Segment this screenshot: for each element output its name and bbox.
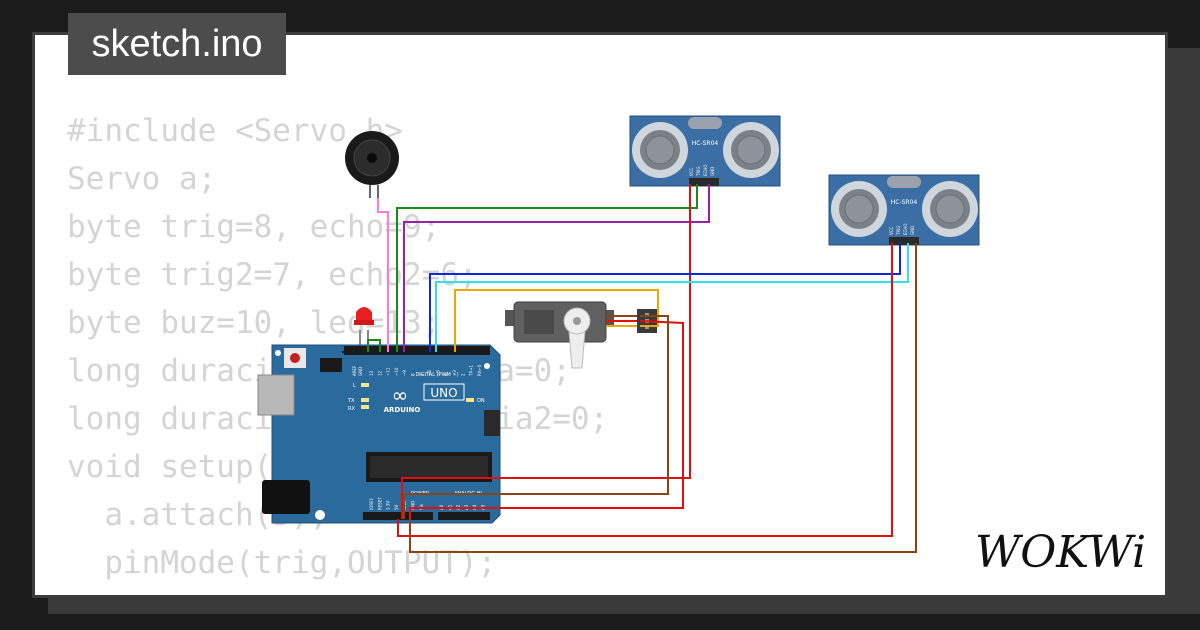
pin-label: 8	[411, 373, 416, 376]
arduino-model: UNO	[430, 386, 457, 400]
wire-orange	[454, 289, 659, 352]
wire-brown-sensor2	[409, 243, 917, 553]
pin-label: 7	[419, 373, 424, 376]
wokwi-wordmark: WOKWi	[975, 527, 1146, 578]
pin-label: Vin	[419, 503, 424, 510]
arduino-uno-board[interactable]: L TX RX ON ∞ ARDUINO UNO DIGITAL (PWM ~)…	[257, 344, 501, 524]
svg-text:ECHO: ECHO	[903, 224, 908, 235]
code-line: pinMode(echo,INPUT);	[67, 587, 608, 595]
code-line: Servo a;	[67, 161, 217, 197]
filename-tab[interactable]: sketch.ino	[68, 13, 286, 75]
wire-blue	[429, 243, 901, 352]
wokwi-logo[interactable]: WOKWi	[975, 525, 1155, 581]
wire-pink	[377, 198, 389, 352]
wire-brown-servo	[403, 315, 669, 519]
aref-label: AREF	[352, 365, 357, 376]
svg-text:TRIG: TRIG	[696, 166, 701, 177]
code-background: #include <Servo.h>Servo a;byte trig=8, e…	[67, 107, 608, 595]
svg-text:GND: GND	[910, 226, 915, 235]
pin-label: ~9	[402, 370, 407, 376]
pin-label: 2	[460, 373, 465, 376]
wire-purple	[403, 184, 710, 352]
pin-label: ~6	[427, 370, 432, 376]
sensor-2-model: HC-SR04	[891, 199, 918, 206]
pin-label: 12	[377, 370, 382, 376]
svg-text:GND: GND	[710, 167, 715, 176]
pin-label: ~5	[435, 370, 440, 376]
wire-cyan	[435, 243, 909, 352]
pin-label: GND	[411, 501, 416, 510]
l-label: L	[353, 383, 356, 389]
wire-red-sensor2	[397, 243, 893, 537]
servo-motor[interactable]	[505, 301, 657, 369]
pin-label: RX←0	[477, 364, 482, 376]
wires	[342, 184, 917, 553]
gnd-label: GND	[358, 367, 363, 376]
wire-red-sensor1	[401, 184, 691, 519]
pin-label: RESET	[377, 497, 382, 510]
on-label: ON	[477, 398, 485, 404]
code-line: byte trig2=7, echo2=6;	[67, 257, 478, 293]
pin-label: ~10	[394, 367, 399, 376]
sensor-1-model: HC-SR04	[692, 140, 719, 147]
ultrasonic-sensor-2[interactable]: HC-SR04 VCC TRIG ECHO GND	[828, 174, 980, 246]
ultrasonic-sensor-1[interactable]: HC-SR04 VCC TRIG ECHO GND	[629, 115, 781, 187]
buzzer[interactable]	[345, 131, 399, 198]
pin-label: 4	[444, 373, 449, 376]
pin-label: 3.3V	[386, 501, 391, 510]
svg-text:TRIG: TRIG	[896, 225, 901, 236]
wire-green	[396, 184, 698, 352]
svg-text:VCC: VCC	[689, 167, 694, 176]
arduino-logo-icon: ∞	[392, 383, 409, 407]
pin-label: ~11	[386, 367, 391, 376]
tx-label: TX	[347, 398, 355, 404]
wire-led-green	[367, 339, 381, 352]
pin-label: 13	[369, 370, 374, 376]
code-line: byte trig=8, echo=9;	[67, 209, 441, 245]
pin-label: 5V	[394, 504, 399, 510]
digital-label: DIGITAL (PWM ~)	[415, 372, 458, 378]
pin-label: IOREF	[369, 497, 374, 510]
rx-label: RX	[348, 406, 355, 412]
pin-label: TX→1	[469, 364, 474, 377]
pin-label: ~3	[452, 370, 457, 376]
arduino-brand: ARDUINO	[384, 406, 421, 414]
code-line: byte buz=10, led=13;	[67, 305, 441, 341]
svg-text:ECHO: ECHO	[703, 165, 708, 176]
svg-text:VCC: VCC	[889, 226, 894, 235]
